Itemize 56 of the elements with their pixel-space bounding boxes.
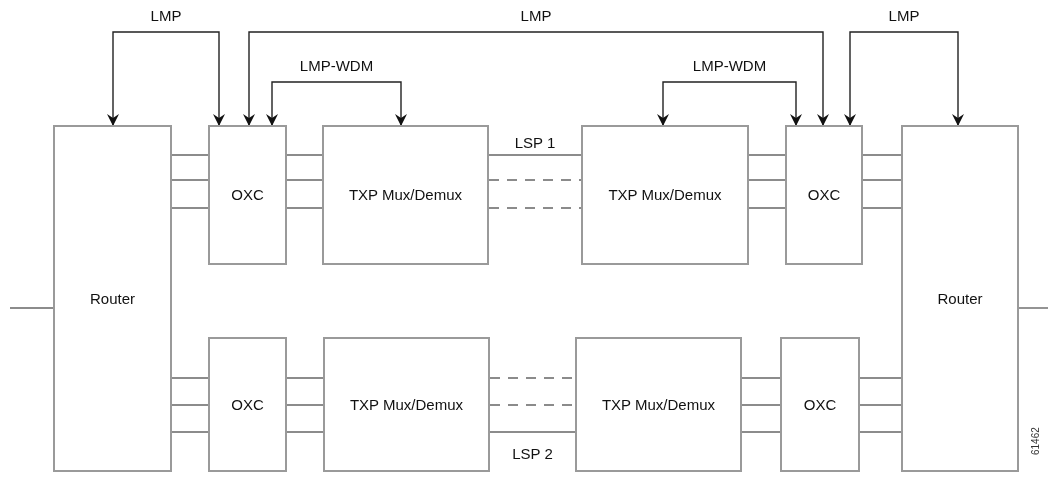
device-box (780, 337, 860, 472)
link-line (748, 207, 786, 209)
device-box (208, 337, 287, 472)
device-box (901, 125, 1019, 472)
link-line (171, 207, 209, 209)
device-box (581, 125, 749, 265)
node-label: Router (937, 289, 983, 308)
link-line (171, 154, 209, 156)
node-label: Router (90, 289, 135, 308)
device-box (322, 125, 489, 265)
device-box (323, 337, 490, 472)
node-label: OXC (231, 186, 264, 204)
node-label: OXC (231, 395, 264, 414)
link-line (9, 307, 54, 309)
double-arrow (107, 31, 225, 126)
link-line (741, 404, 781, 406)
device-box (208, 125, 287, 265)
link-line (741, 431, 781, 433)
link-line (741, 377, 781, 379)
node-label: TXP Mux/Demux (601, 395, 716, 414)
link-line (286, 154, 323, 156)
link-line (286, 179, 323, 181)
link-line (286, 404, 324, 406)
link-line (859, 377, 902, 379)
link-line (171, 377, 209, 379)
link-line (286, 207, 323, 209)
link-line (286, 377, 324, 379)
device-box (53, 125, 172, 472)
link-line (862, 207, 902, 209)
link-line (286, 431, 324, 433)
link-line (859, 431, 902, 433)
link-line (862, 154, 902, 156)
device-box (785, 125, 863, 265)
link-line (171, 404, 209, 406)
link-line (489, 431, 576, 433)
node-label: TXP Mux/Demux (348, 186, 463, 204)
device-box (575, 337, 742, 472)
node-label: TXP Mux/Demux (608, 186, 722, 204)
double-arrow (266, 81, 407, 126)
link-line (488, 179, 582, 181)
figure-number: 61462 (1030, 427, 1041, 455)
link-line (748, 179, 786, 181)
link-line (171, 431, 209, 433)
link-line (488, 207, 582, 209)
double-arrow (657, 81, 802, 126)
node-label: OXC (803, 395, 837, 414)
node-label: TXP Mux/Demux (349, 395, 464, 414)
link-line (748, 154, 786, 156)
double-arrow (844, 31, 964, 126)
double-arrow (243, 31, 829, 126)
link-line (1018, 307, 1049, 309)
link-line (171, 179, 209, 181)
node-label: OXC (807, 186, 841, 204)
link-line (488, 154, 582, 156)
link-line (862, 179, 902, 181)
link-line (859, 404, 902, 406)
